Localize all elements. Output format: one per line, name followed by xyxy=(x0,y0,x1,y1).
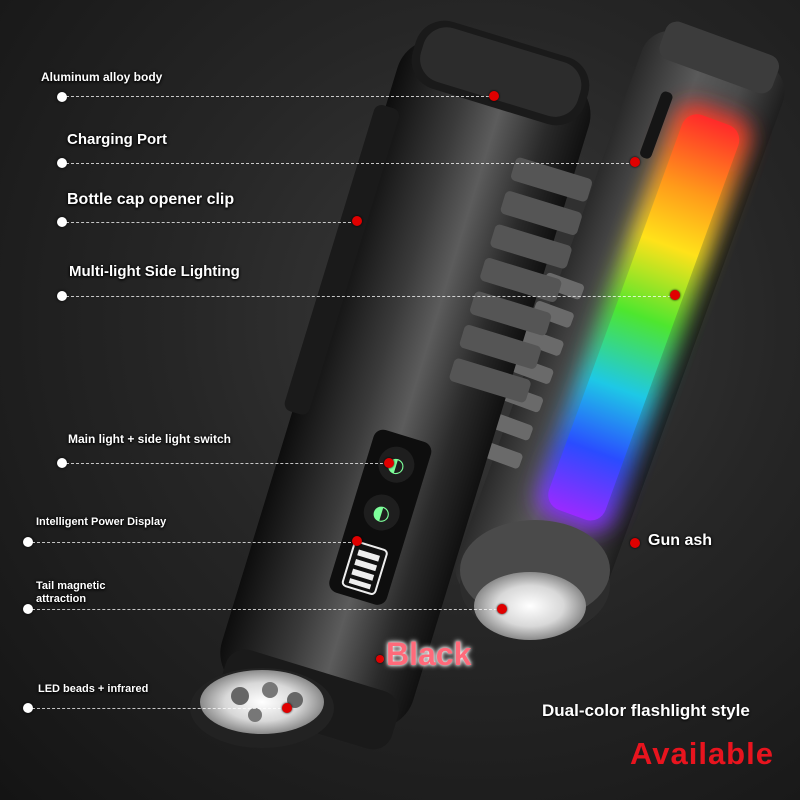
marker-dot xyxy=(670,290,680,300)
power-display-label: Intelligent Power Display xyxy=(36,516,167,528)
gun-ash-tail-cap xyxy=(460,520,610,640)
callout-line xyxy=(66,96,494,97)
callout-dot xyxy=(57,458,67,468)
marker-dot xyxy=(384,458,394,468)
aluminum-alloy-label: Aluminum alloy body xyxy=(41,70,163,84)
callout-line xyxy=(32,542,356,543)
marker-dot xyxy=(489,91,499,101)
marker-dot xyxy=(352,536,362,546)
charging-port-label: Charging Port xyxy=(67,131,167,148)
available-caption: Available xyxy=(630,736,774,771)
marker-dot xyxy=(376,655,384,663)
marker-dot xyxy=(352,216,362,226)
callout-line xyxy=(66,163,634,164)
svg-text:◐: ◐ xyxy=(385,451,409,479)
callout-line xyxy=(66,222,356,223)
callout-line xyxy=(32,609,502,610)
black-variant-label: Black xyxy=(386,636,472,672)
led-beads-label: LED beads + infrared xyxy=(38,683,149,695)
gun-ash-label: Gun ash xyxy=(648,532,713,549)
callout-dot xyxy=(23,537,33,547)
callout-line xyxy=(32,708,286,709)
svg-text:◐: ◐ xyxy=(370,498,394,526)
style-caption: Dual-color flashlight style xyxy=(542,701,750,720)
marker-dot xyxy=(630,157,640,167)
callout-dot xyxy=(57,291,67,301)
callout-line xyxy=(66,463,388,464)
gun-ash-flashlight xyxy=(455,21,785,630)
callout-dot xyxy=(23,604,33,614)
side-lighting-label: Multi-light Side Lighting xyxy=(69,263,240,280)
callout-dot xyxy=(57,158,67,168)
marker-dot xyxy=(630,538,640,548)
marker-dot xyxy=(497,604,507,614)
callout-dot xyxy=(57,92,67,102)
callout-dot xyxy=(23,703,33,713)
bottle-opener-label: Bottle cap opener clip xyxy=(67,191,235,208)
marker-dot xyxy=(282,703,292,713)
callout-dot xyxy=(57,217,67,227)
tail-magnetic-label-line1: Tail magnetic xyxy=(36,580,106,592)
callout-line xyxy=(66,296,676,297)
tail-magnetic-label-line2: attraction xyxy=(36,593,87,605)
switch-label: Main light + side light switch xyxy=(68,432,232,446)
